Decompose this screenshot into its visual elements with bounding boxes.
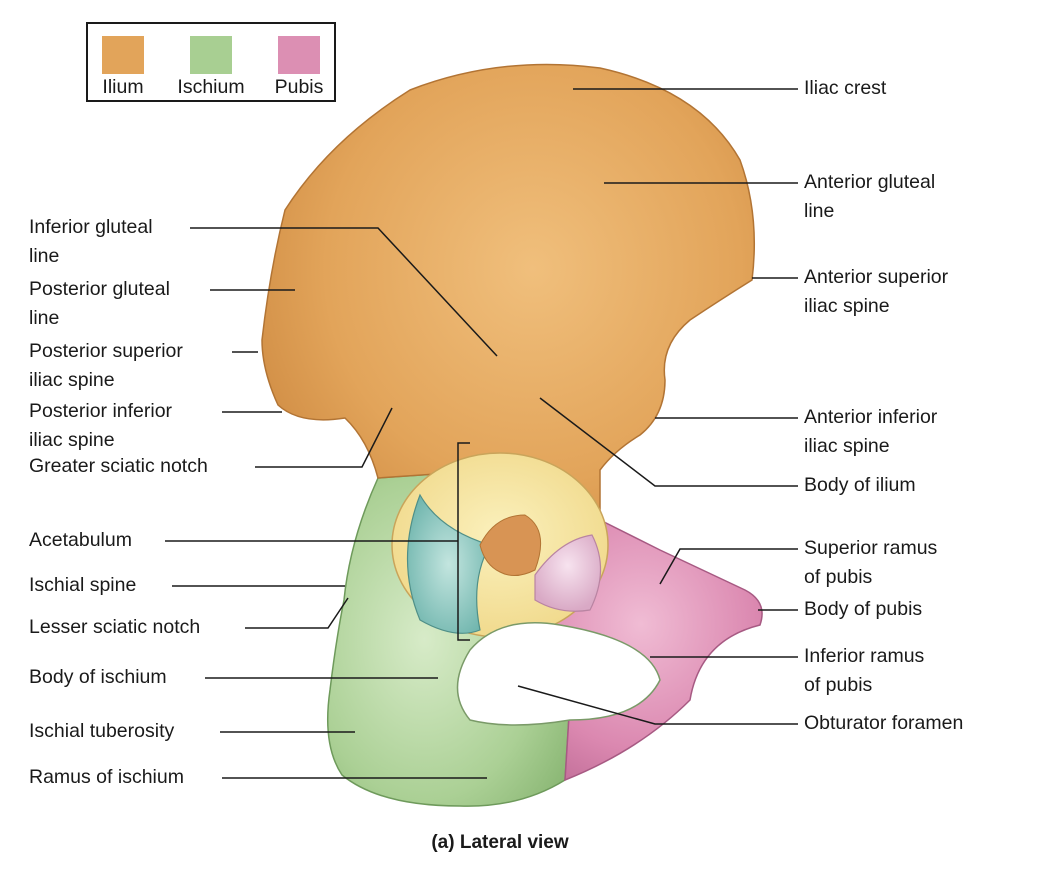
label-anterior-superior-iliac-spine: Anterior superior iliac spine xyxy=(804,263,948,321)
label-text: iliac spine xyxy=(29,369,115,391)
label-inferior-ramus-of-pubis: Inferior ramus of pubis xyxy=(804,642,924,700)
label-body-of-ischium: Body of ischium xyxy=(29,663,167,692)
legend-swatch-pubis xyxy=(278,36,320,74)
label-obturator-foramen: Obturator foramen xyxy=(804,709,963,738)
label-text: Body of ilium xyxy=(804,474,916,496)
label-text: Body of ischium xyxy=(29,666,167,688)
label-text: line xyxy=(29,307,60,329)
label-posterior-superior-iliac-spine: Posterior superior iliac spine xyxy=(29,337,183,395)
ilium-region xyxy=(261,63,755,577)
acetabulum-ischial-part xyxy=(406,493,491,634)
label-ischial-spine: Ischial spine xyxy=(29,571,136,600)
label-text: line xyxy=(29,245,60,267)
label-text: Acetabulum xyxy=(29,529,132,551)
label-posterior-inferior-iliac-spine: Posterior inferior iliac spine xyxy=(29,397,172,455)
label-text: Body of pubis xyxy=(804,598,923,620)
label-text: of pubis xyxy=(804,674,873,696)
label-inferior-gluteal-line: Inferior gluteal line xyxy=(29,213,153,271)
label-text: Obturator foramen xyxy=(804,712,964,734)
label-text: Inferior ramus xyxy=(804,645,925,667)
label-text: iliac spine xyxy=(804,435,890,457)
label-anterior-inferior-iliac-spine: Anterior inferior iliac spine xyxy=(804,403,937,461)
label-text: Posterior superior xyxy=(29,340,183,362)
label-text: iliac spine xyxy=(29,429,115,451)
legend-label-ischium: Ischium xyxy=(177,76,245,98)
label-body-of-pubis: Body of pubis xyxy=(804,595,922,624)
label-text: line xyxy=(804,200,835,222)
acetabulum-pubic-part xyxy=(534,534,602,612)
label-text: Lesser sciatic notch xyxy=(29,616,201,638)
obturator-foramen xyxy=(456,622,661,726)
label-iliac-crest: Iliac crest xyxy=(804,74,886,103)
legend-label-ilium: Ilium xyxy=(102,76,144,98)
label-text: Anterior inferior xyxy=(804,406,938,428)
leader-lines xyxy=(172,88,798,779)
label-text: Ischial tuberosity xyxy=(29,720,175,742)
label-text: Superior ramus xyxy=(804,537,938,559)
acetabular-fossa xyxy=(479,514,542,576)
label-superior-ramus-of-pubis: Superior ramus of pubis xyxy=(804,534,937,592)
label-ischial-tuberosity: Ischial tuberosity xyxy=(29,717,174,746)
legend: Ilium Ischium Pubis xyxy=(86,22,336,102)
label-text: Anterior gluteal xyxy=(804,171,936,193)
legend-label-pubis: Pubis xyxy=(274,76,324,98)
label-text: Posterior gluteal xyxy=(29,278,170,300)
label-text: Ischial spine xyxy=(29,574,137,596)
label-anterior-gluteal-line: Anterior gluteal line xyxy=(804,168,935,226)
label-text: Inferior gluteal xyxy=(29,216,153,238)
label-text: Iliac crest xyxy=(804,77,887,99)
label-acetabulum: Acetabulum xyxy=(29,526,132,555)
label-ramus-of-ischium: Ramus of ischium xyxy=(29,763,184,792)
label-lesser-sciatic-notch: Lesser sciatic notch xyxy=(29,613,200,642)
label-text: Greater sciatic notch xyxy=(29,455,208,477)
label-text: Anterior superior xyxy=(804,266,949,288)
label-greater-sciatic-notch: Greater sciatic notch xyxy=(29,452,208,481)
label-body-of-ilium: Body of ilium xyxy=(804,471,916,500)
label-posterior-gluteal-line: Posterior gluteal line xyxy=(29,275,170,333)
legend-swatch-ischium xyxy=(190,36,232,74)
figure-caption: (a) Lateral view xyxy=(431,832,569,853)
label-text: Posterior inferior xyxy=(29,400,173,422)
label-text: Ramus of ischium xyxy=(29,766,184,788)
acetabulum-bracket xyxy=(165,442,470,641)
label-text: iliac spine xyxy=(804,295,890,317)
legend-swatch-ilium xyxy=(102,36,144,74)
label-text: of pubis xyxy=(804,566,873,588)
